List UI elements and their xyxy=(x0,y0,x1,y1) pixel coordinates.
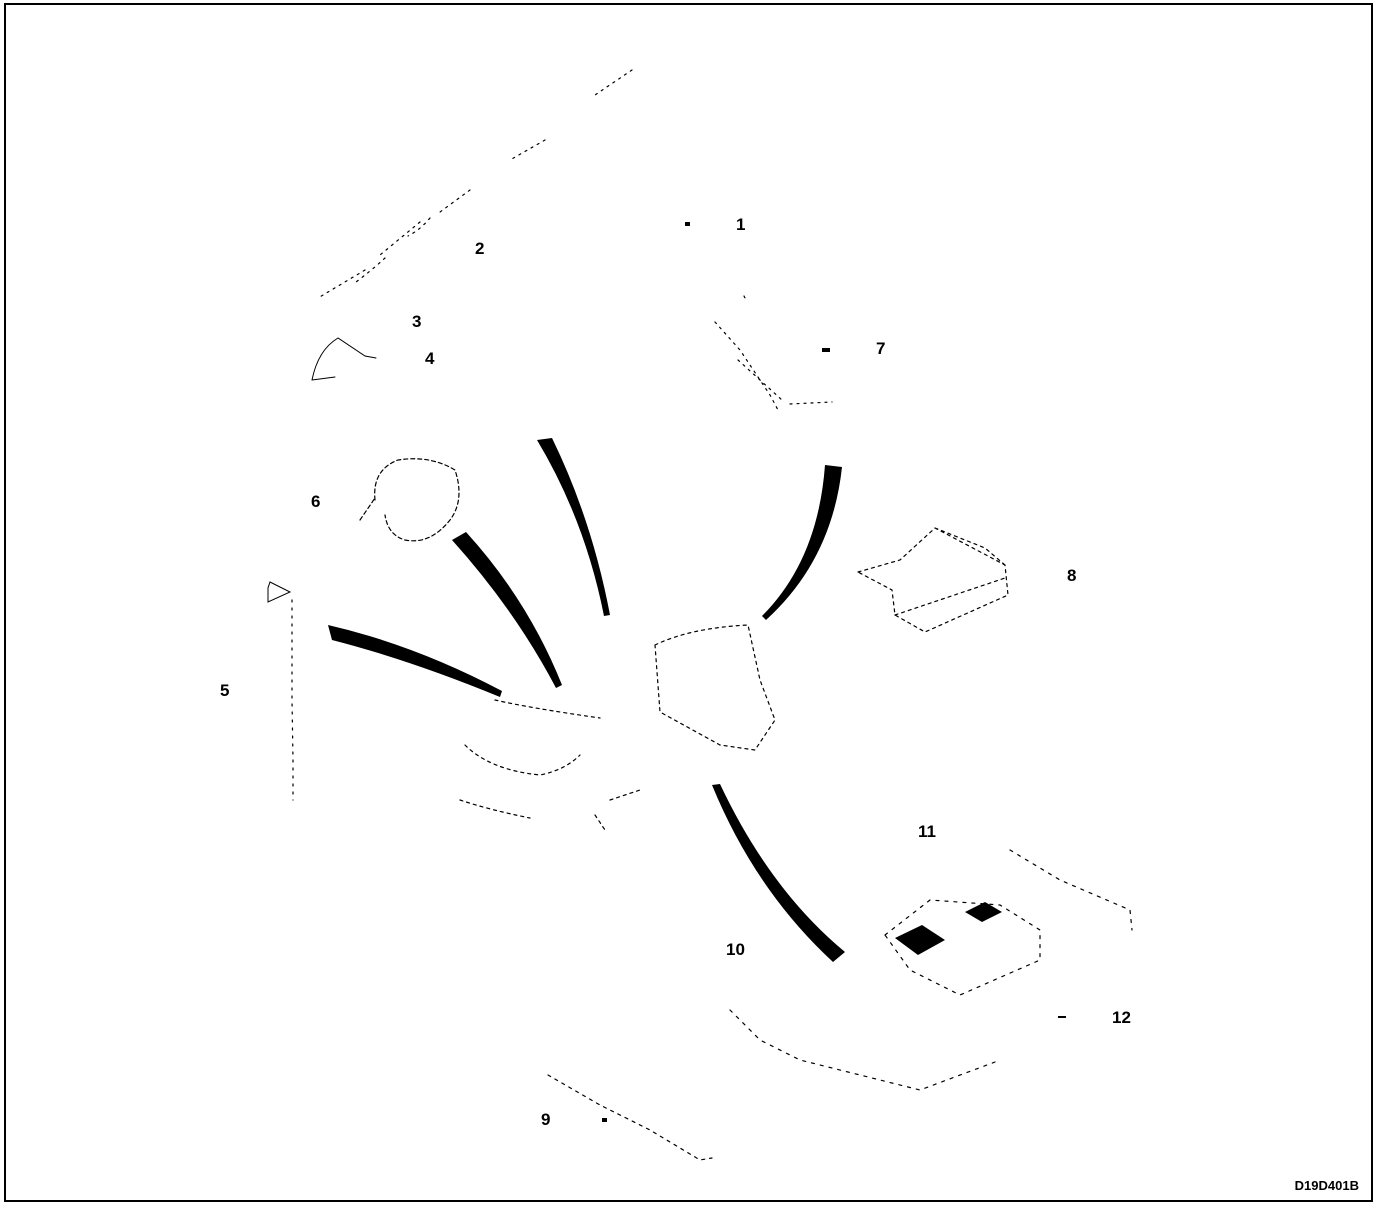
corner-cover xyxy=(311,337,377,381)
callout-7: 7 xyxy=(876,339,886,358)
central-housing xyxy=(654,624,776,751)
callout-3: 3 xyxy=(412,312,422,331)
front-assembly xyxy=(459,699,641,831)
callout-5: 5 xyxy=(220,681,230,700)
callout-10: 10 xyxy=(726,940,745,959)
diagram-frame xyxy=(4,3,1373,1202)
upper-trim-clip xyxy=(355,217,431,283)
figure-code: D19D401B xyxy=(1294,1178,1359,1193)
callout-12: 12 xyxy=(1112,1008,1131,1027)
tray-pad-b xyxy=(965,902,1002,922)
lower-tray xyxy=(729,849,1133,1091)
clip-12 xyxy=(1058,1016,1066,1018)
upper-trim-strip xyxy=(317,69,633,299)
post-top xyxy=(267,581,292,603)
callout-11: 11 xyxy=(918,822,936,841)
callout-9: 9 xyxy=(541,1110,551,1129)
clip-2 xyxy=(685,222,690,226)
callout-4: 4 xyxy=(425,349,435,368)
arrow-b xyxy=(762,465,842,620)
arrow-a xyxy=(537,438,610,616)
clip-9 xyxy=(602,1118,607,1122)
arrow-d xyxy=(328,625,502,697)
vertical-post xyxy=(291,599,294,801)
lower-strip xyxy=(547,1074,713,1161)
callout-2: 2 xyxy=(475,239,485,258)
arrow-e xyxy=(712,784,845,962)
arrow-c xyxy=(452,532,562,688)
tray-pad-a xyxy=(895,925,945,955)
side-bracket xyxy=(714,295,833,411)
callout-6: 6 xyxy=(311,492,321,511)
callout-8: 8 xyxy=(1067,566,1077,585)
clip-7 xyxy=(822,348,830,352)
box-module xyxy=(856,527,1009,633)
callout-1: 1 xyxy=(736,215,746,234)
loop-harness xyxy=(359,458,460,542)
